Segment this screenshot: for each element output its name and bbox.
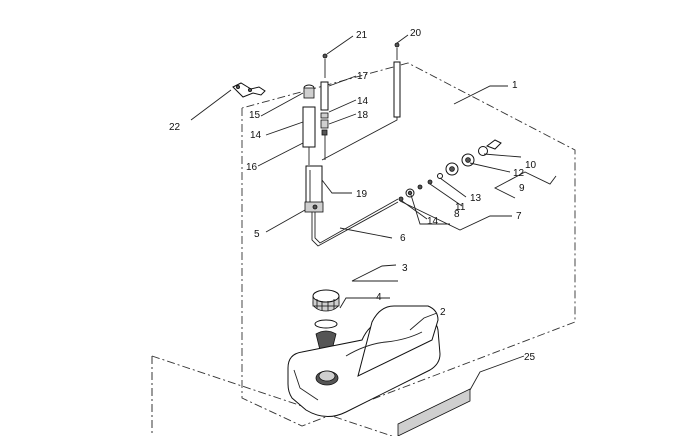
callout-9: 9 xyxy=(519,183,525,194)
callout-5: 5 xyxy=(254,229,260,240)
part-4-tank-cap xyxy=(312,289,340,312)
callout-2: 2 xyxy=(440,307,446,318)
callout-25: 25 xyxy=(524,352,536,363)
callout-14-cap: 14 xyxy=(250,130,262,141)
boundary-edge-a xyxy=(151,355,393,436)
part-14-washer-b xyxy=(437,173,443,179)
part-3-gasket xyxy=(314,319,338,329)
part-10-elbow xyxy=(478,139,502,156)
callout-11: 11 xyxy=(455,202,466,213)
assembly-boundary-1 xyxy=(241,62,576,427)
leader-lines xyxy=(190,34,557,391)
part-18-small-fitting xyxy=(320,112,329,136)
part-20-rod xyxy=(321,42,401,161)
callout-8: 8 xyxy=(454,209,460,220)
callout-16: 16 xyxy=(246,162,258,173)
callout-14-fitting: 14 xyxy=(427,216,439,227)
callout-21: 21 xyxy=(356,30,368,41)
callout-1: 1 xyxy=(512,80,518,91)
part-11-seal xyxy=(427,179,433,185)
part-6-pickup-pipe xyxy=(311,198,399,247)
callout-14-rod: 14 xyxy=(357,96,369,107)
part-16-tube xyxy=(302,106,316,148)
part-14-washer xyxy=(398,196,404,202)
part-19-float-tube xyxy=(305,165,323,211)
part-17-rod xyxy=(320,81,329,111)
part-13-oring xyxy=(417,184,423,190)
part-2-fuel-tank xyxy=(287,305,441,417)
callout-20: 20 xyxy=(410,28,422,39)
part-25-decal xyxy=(397,388,471,436)
callout-15: 15 xyxy=(249,110,261,121)
part-22-clip xyxy=(232,82,266,98)
part-21-pin xyxy=(322,53,328,78)
callout-labels: 1 2 3 4 5 6 7 8 9 10 11 12 13 14 14 14 1… xyxy=(169,28,537,363)
callout-19: 19 xyxy=(356,189,368,200)
callout-13: 13 xyxy=(470,193,482,204)
callout-4: 4 xyxy=(376,292,382,303)
fitting-chain xyxy=(398,139,502,202)
callout-6: 6 xyxy=(400,233,406,244)
callout-22: 22 xyxy=(169,122,181,133)
part-9-nut xyxy=(445,162,459,176)
callout-3: 3 xyxy=(402,263,408,274)
callout-17: 17 xyxy=(357,71,369,82)
callout-18: 18 xyxy=(357,110,369,121)
part-8-nut xyxy=(405,188,415,198)
part-15-cap xyxy=(303,84,315,99)
callout-7: 7 xyxy=(516,211,522,222)
callout-12: 12 xyxy=(513,168,525,179)
part-12-connector xyxy=(461,153,475,167)
callout-10: 10 xyxy=(525,160,537,171)
part-5-housing xyxy=(304,201,324,213)
